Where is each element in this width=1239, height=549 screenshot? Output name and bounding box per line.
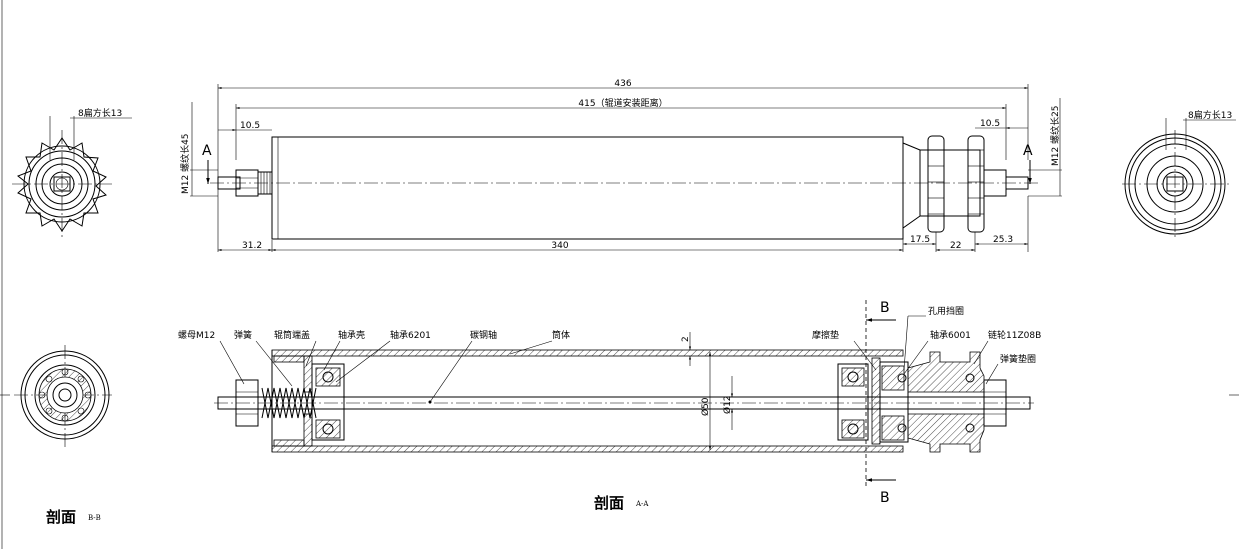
callout-end-cap: 辊筒端盖 [274, 329, 310, 341]
section-aa-suffix: A-A [635, 500, 649, 508]
callout-nut: 螺母M12 [178, 330, 215, 341]
callout-bearing-6001: 轴承6001 [930, 329, 971, 341]
top-tube [271, 136, 904, 240]
section-mark-b-bottom: B [880, 490, 890, 506]
dim-bottom-left: 31.2 [242, 241, 262, 251]
dim-tube-length: 340 [551, 241, 568, 251]
section-bb-view [14, 345, 112, 448]
left-thread-label: M12 螺纹长45 [179, 133, 191, 194]
right-thread-label: M12 螺纹长25 [1049, 105, 1061, 166]
callout-shaft: 碳钢轴 [470, 329, 497, 341]
dim-right-offset: 10.5 [980, 119, 1000, 129]
callout-circlip: 孔用挡圈 [928, 305, 964, 317]
dim-bottom-r3: 25.3 [993, 235, 1013, 245]
dim-diameter-tube: Ø50 [700, 397, 711, 416]
dim-diameter-shaft: Ø12 [722, 395, 733, 414]
left-flat-label: 8扁方长13 [78, 107, 122, 119]
callout-friction-pad: 摩擦垫 [812, 329, 839, 341]
section-bb-title: 剖面 [46, 508, 76, 526]
callouts: 螺母M12 弹簧 辊筒端盖 轴承壳 轴承6201 碳钢轴 筒体 摩擦垫 孔用挡圈… [178, 305, 1041, 404]
callout-spring: 弹簧 [234, 329, 252, 341]
right-end-view: 8扁方长13 [1122, 109, 1236, 240]
dim-rail-distance: 415（辊道安装距离） [578, 97, 667, 109]
section-mark-b-top: B [880, 300, 890, 316]
callout-bearing-6201: 轴承6201 [390, 329, 431, 341]
top-sprocket-1 [927, 135, 945, 233]
dim-wall: 2 [681, 336, 691, 342]
right-flat-label: 8扁方长13 [1188, 109, 1232, 121]
section-bb-suffix: B-B [88, 514, 101, 522]
left-end-view: 8扁方长13 [12, 107, 132, 238]
section-spring [261, 387, 317, 419]
dim-bottom-r2: 22 [950, 241, 961, 251]
callout-bearing-housing: 轴承壳 [338, 329, 365, 341]
section-shaft [217, 396, 1031, 410]
callout-sprocket: 链轮11Z08B [988, 329, 1041, 341]
section-mark-a-left: A [202, 143, 212, 159]
dim-bottom-r1: 17.5 [910, 235, 930, 245]
callout-tube: 筒体 [552, 329, 570, 341]
section-tube-top-wall [271, 349, 904, 357]
section-tube-bottom-wall [271, 445, 904, 453]
section-aa-view: 2 Ø50 Ø12 B B [214, 300, 1034, 506]
section-aa-title: 剖面 [594, 494, 624, 512]
section-mark-a-right: A [1023, 143, 1033, 159]
callout-spring-washer: 弹簧垫圈 [1000, 353, 1036, 365]
dim-left-offset: 10.5 [240, 121, 260, 131]
dim-overall: 436 [614, 79, 631, 89]
roller-top-view: 436 415（辊道安装距离） 10.5 10.5 31.2 340 17.5 … [179, 79, 1062, 252]
